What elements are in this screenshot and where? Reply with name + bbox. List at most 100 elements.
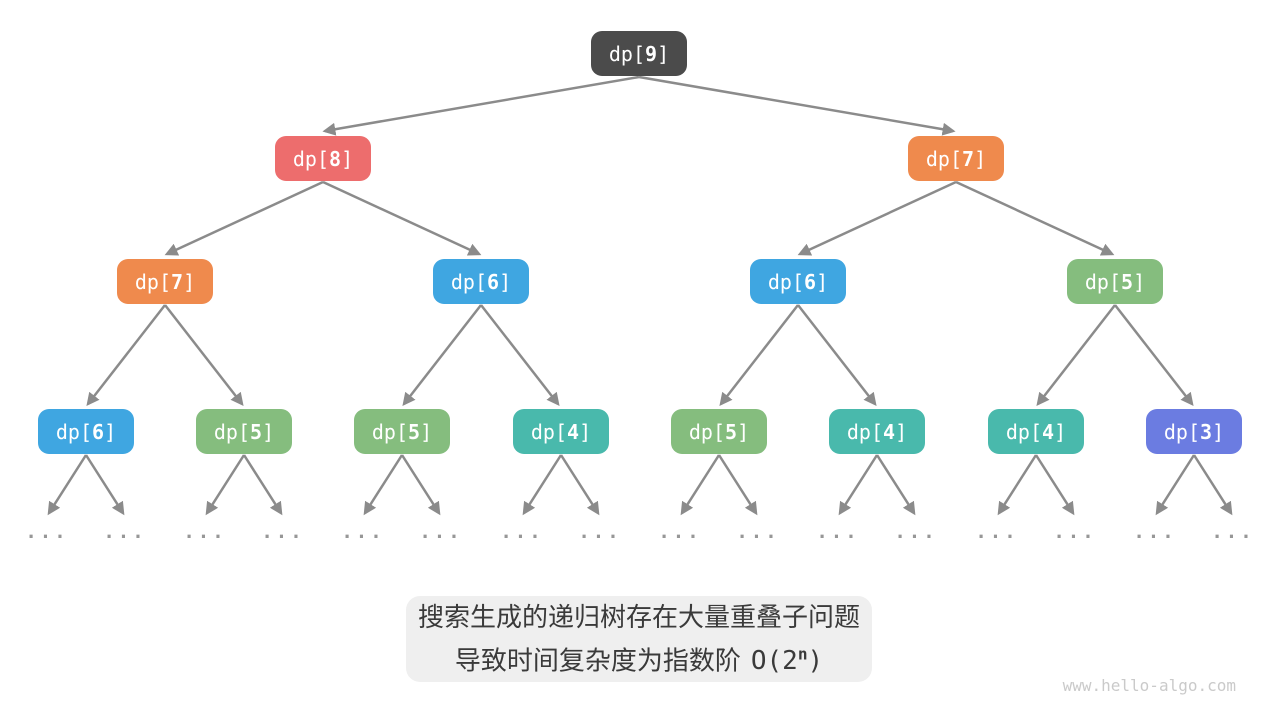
ellipsis: ... bbox=[975, 521, 1019, 543]
node-l2-dp8: dp[8] bbox=[275, 136, 371, 181]
tree-edge-arrow bbox=[47, 454, 88, 516]
tree-edge-arrow bbox=[242, 454, 283, 516]
node-label: dp[ bbox=[608, 41, 646, 66]
tree-edge-arrow bbox=[1192, 454, 1233, 516]
ellipsis: ... bbox=[1211, 521, 1255, 543]
tree-edge-arrow bbox=[363, 454, 404, 516]
node-l4-dp3: dp[3] bbox=[1146, 409, 1242, 454]
tree-edge-arrow bbox=[1155, 454, 1196, 516]
node-label: ] bbox=[499, 269, 512, 294]
node-l4-dp4c: dp[4] bbox=[988, 409, 1084, 454]
tree-edge-arrow bbox=[1036, 304, 1116, 407]
tree-edge-arrow bbox=[400, 454, 441, 516]
ellipsis: ... bbox=[500, 521, 544, 543]
tree-edge-arrow bbox=[797, 180, 957, 256]
tree-edge-arrow bbox=[164, 180, 324, 256]
node-l3-dp5: dp[5] bbox=[1067, 259, 1163, 304]
tree-edge-arrow bbox=[480, 304, 560, 407]
tree-edge-arrow bbox=[717, 454, 758, 516]
tree-edge-arrow bbox=[322, 75, 640, 136]
node-label: dp[ bbox=[846, 419, 884, 444]
tree-edge-arrow bbox=[875, 454, 916, 516]
tree-edge-arrow bbox=[205, 454, 246, 516]
node-label-num: 5 bbox=[1121, 269, 1134, 294]
ellipsis: ... bbox=[1053, 521, 1097, 543]
node-l2-dp7: dp[7] bbox=[908, 136, 1004, 181]
node-label: ] bbox=[1133, 269, 1146, 294]
tree-edge-arrow bbox=[86, 304, 166, 407]
node-label-num: 5 bbox=[408, 419, 421, 444]
ellipsis: ... bbox=[25, 521, 69, 543]
node-label-num: 5 bbox=[725, 419, 738, 444]
node-l4-dp4b: dp[4] bbox=[829, 409, 925, 454]
tree-edge-arrow bbox=[402, 304, 482, 407]
node-label: dp[ bbox=[1005, 419, 1043, 444]
node-label: ] bbox=[579, 419, 592, 444]
complexity-formula: O(2n) bbox=[750, 644, 824, 677]
node-label: dp[ bbox=[925, 146, 963, 171]
tree-edge-arrow bbox=[638, 75, 956, 136]
node-label: dp[ bbox=[1084, 269, 1122, 294]
tree-edge-arrow bbox=[797, 304, 877, 407]
node-label: ] bbox=[1212, 419, 1225, 444]
tree-edge-arrow bbox=[680, 454, 721, 516]
node-label: ] bbox=[183, 269, 196, 294]
node-label: ] bbox=[262, 419, 275, 444]
node-label: dp[ bbox=[371, 419, 409, 444]
node-l1-dp9: dp[9] bbox=[591, 31, 687, 76]
ellipsis: ... bbox=[419, 521, 463, 543]
ellipsis: ... bbox=[816, 521, 860, 543]
node-label: ] bbox=[816, 269, 829, 294]
node-label: dp[ bbox=[134, 269, 172, 294]
node-label: ] bbox=[104, 419, 117, 444]
node-label: ] bbox=[974, 146, 987, 171]
node-label: ] bbox=[657, 41, 670, 66]
ellipsis: ... bbox=[341, 521, 385, 543]
node-label: dp[ bbox=[688, 419, 726, 444]
node-l3-dp7: dp[7] bbox=[117, 259, 213, 304]
node-label: dp[ bbox=[213, 419, 251, 444]
node-l3-dp6b: dp[6] bbox=[750, 259, 846, 304]
node-label-num: 3 bbox=[1200, 419, 1213, 444]
watermark: www.hello-algo.com bbox=[1062, 676, 1236, 695]
ellipsis: ... bbox=[261, 521, 305, 543]
tree-edge-arrow bbox=[164, 304, 244, 407]
node-label-num: 5 bbox=[250, 419, 263, 444]
node-label: ] bbox=[420, 419, 433, 444]
caption-line2: 导致时间复杂度为指数阶 O(2n) bbox=[455, 636, 823, 681]
tree-edge-arrow bbox=[997, 454, 1038, 516]
node-label: ] bbox=[1054, 419, 1067, 444]
tree-edge-arrow bbox=[522, 454, 563, 516]
caption-box: 搜索生成的递归树存在大量重叠子问题 导致时间复杂度为指数阶 O(2n) bbox=[406, 596, 872, 682]
tree-edge-arrow bbox=[84, 454, 125, 516]
node-label-num: 6 bbox=[487, 269, 500, 294]
node-label-num: 4 bbox=[567, 419, 580, 444]
node-label-num: 7 bbox=[962, 146, 975, 171]
node-l4-dp5b: dp[5] bbox=[354, 409, 450, 454]
node-label: dp[ bbox=[292, 146, 330, 171]
node-label-num: 7 bbox=[171, 269, 184, 294]
node-label: ] bbox=[895, 419, 908, 444]
node-label-num: 4 bbox=[1042, 419, 1055, 444]
ellipsis: ... bbox=[1133, 521, 1177, 543]
ellipsis: ... bbox=[736, 521, 780, 543]
node-label: dp[ bbox=[530, 419, 568, 444]
node-l4-dp4a: dp[4] bbox=[513, 409, 609, 454]
tree-edge-arrow bbox=[1034, 454, 1075, 516]
node-label-num: 8 bbox=[329, 146, 342, 171]
tree-edge-arrow bbox=[955, 180, 1115, 256]
tree-edge-arrow bbox=[322, 180, 482, 256]
node-l4-dp6: dp[6] bbox=[38, 409, 134, 454]
node-label: dp[ bbox=[450, 269, 488, 294]
node-label: ] bbox=[341, 146, 354, 171]
tree-edge-arrow bbox=[719, 304, 799, 407]
ellipsis: ... bbox=[578, 521, 622, 543]
tree-edge-arrow bbox=[1114, 304, 1194, 407]
tree-edge-arrow bbox=[559, 454, 600, 516]
caption-line2-text: 导致时间复杂度为指数阶 bbox=[454, 645, 741, 676]
tree-edge-arrow bbox=[838, 454, 879, 516]
caption-line1: 搜索生成的递归树存在大量重叠子问题 bbox=[417, 601, 860, 632]
ellipsis: ... bbox=[658, 521, 702, 543]
formula-exponent: n bbox=[797, 644, 808, 664]
